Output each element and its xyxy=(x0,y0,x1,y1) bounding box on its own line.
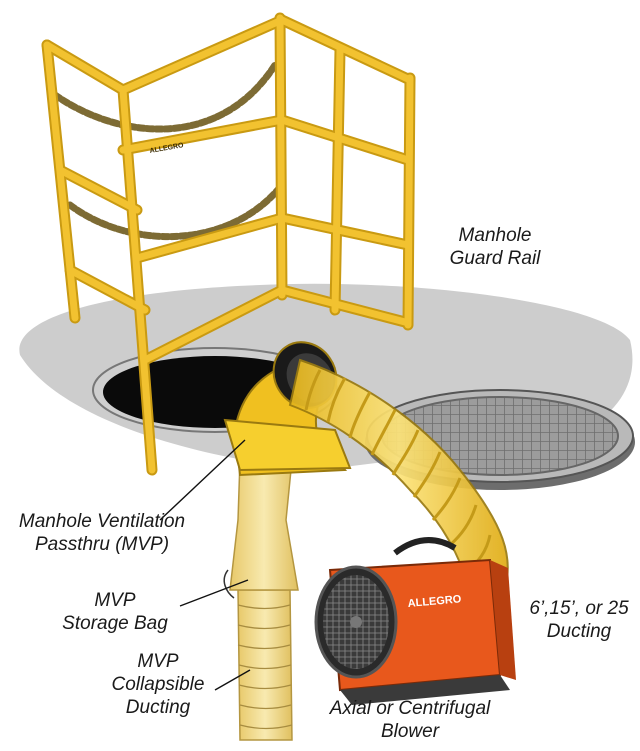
mvp-collapsible-ducting xyxy=(237,589,293,741)
chain-lower xyxy=(66,181,286,241)
leader-storage-bag xyxy=(179,579,249,607)
manhole-guard-rail xyxy=(41,12,416,476)
mvp-storage-bag xyxy=(223,459,299,599)
leader-lines xyxy=(159,439,251,691)
chain-upper xyxy=(51,61,279,133)
leader-collapsible xyxy=(214,669,251,691)
axial-blower xyxy=(314,537,516,705)
leader-mvp xyxy=(159,439,246,521)
blower-logo: ALLEGRO xyxy=(407,593,462,610)
